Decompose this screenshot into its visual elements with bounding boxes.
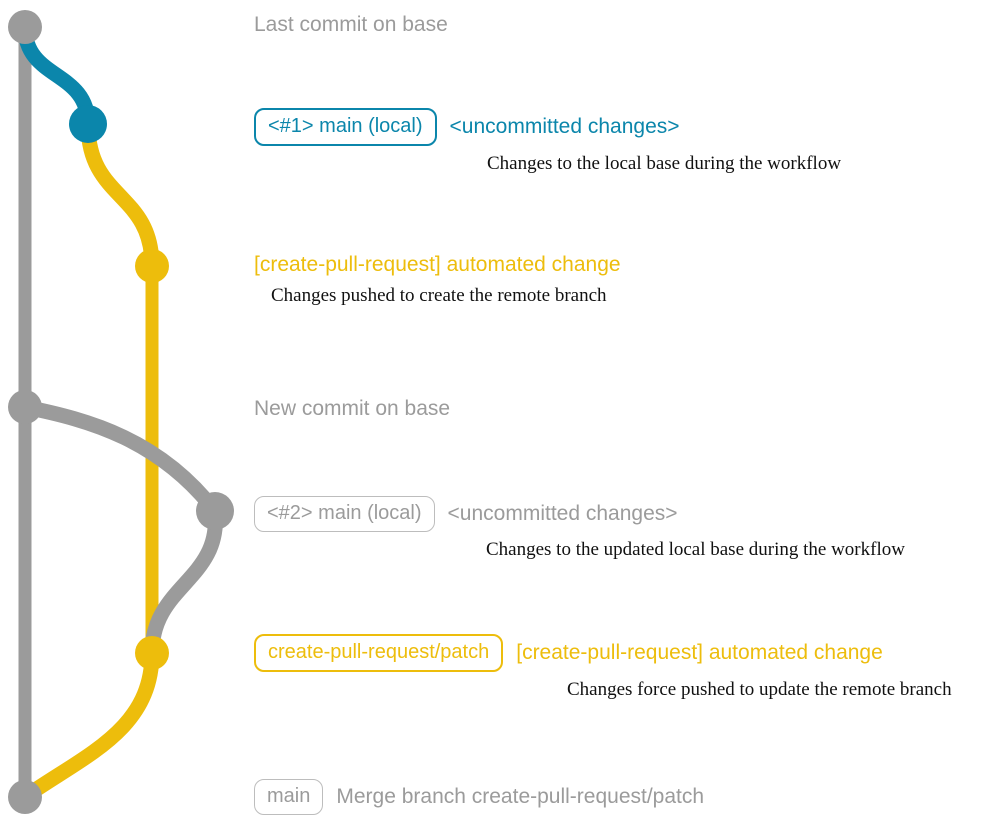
row-automated-change-1: [create-pull-request] automated change C… — [254, 252, 621, 307]
commit-subject-automated-change-1: [create-pull-request] automated change — [254, 253, 621, 276]
commit-description-local-main-1: Changes to the local base during the wor… — [487, 153, 842, 174]
commit-subject-merge-main: Merge branch create-pull-request/patch — [336, 785, 705, 808]
commit-description-local-main-2: Changes to the updated local base during… — [486, 539, 905, 560]
row-local-main-2: <#2> main (local) <uncommitted changes> … — [254, 496, 905, 561]
row-local-main-1: <#1> main (local) <uncommitted changes> … — [254, 108, 841, 175]
branch-badge-local-main-1[interactable]: <#1> main (local) — [254, 108, 437, 146]
commit-description-automated-change-1: Changes pushed to create the remote bran… — [271, 285, 607, 306]
branch-badge-local-main-2[interactable]: <#2> main (local) — [254, 496, 435, 532]
row-local-main-1-header: <#1> main (local) <uncommitted changes> — [254, 108, 841, 146]
row-automated-change-2-header: create-pull-request/patch [create-pull-r… — [254, 634, 952, 672]
row-new-commit-on-base: New commit on base — [254, 396, 450, 422]
commit-subject-local-main-1: <uncommitted changes> — [449, 115, 680, 138]
row-merge-main: main Merge branch create-pull-request/pa… — [254, 779, 704, 815]
row-automated-change-2: create-pull-request/patch [create-pull-r… — [254, 634, 952, 701]
row-merge-main-header: main Merge branch create-pull-request/pa… — [254, 779, 704, 815]
branch-badge-create-pull-request-patch[interactable]: create-pull-request/patch — [254, 634, 504, 672]
commit-subject-automated-change-2: [create-pull-request] automated change — [516, 641, 883, 664]
branch-badge-main[interactable]: main — [254, 779, 324, 815]
commit-subject-local-main-2: <uncommitted changes> — [447, 502, 678, 525]
row-local-main-2-header: <#2> main (local) <uncommitted changes> — [254, 496, 905, 532]
commit-description-automated-change-2: Changes force pushed to update the remot… — [567, 679, 952, 700]
row-last-commit-on-base: Last commit on base — [254, 12, 448, 38]
last-commit-on-base-label: Last commit on base — [254, 13, 448, 36]
new-commit-on-base-label: New commit on base — [254, 397, 451, 420]
